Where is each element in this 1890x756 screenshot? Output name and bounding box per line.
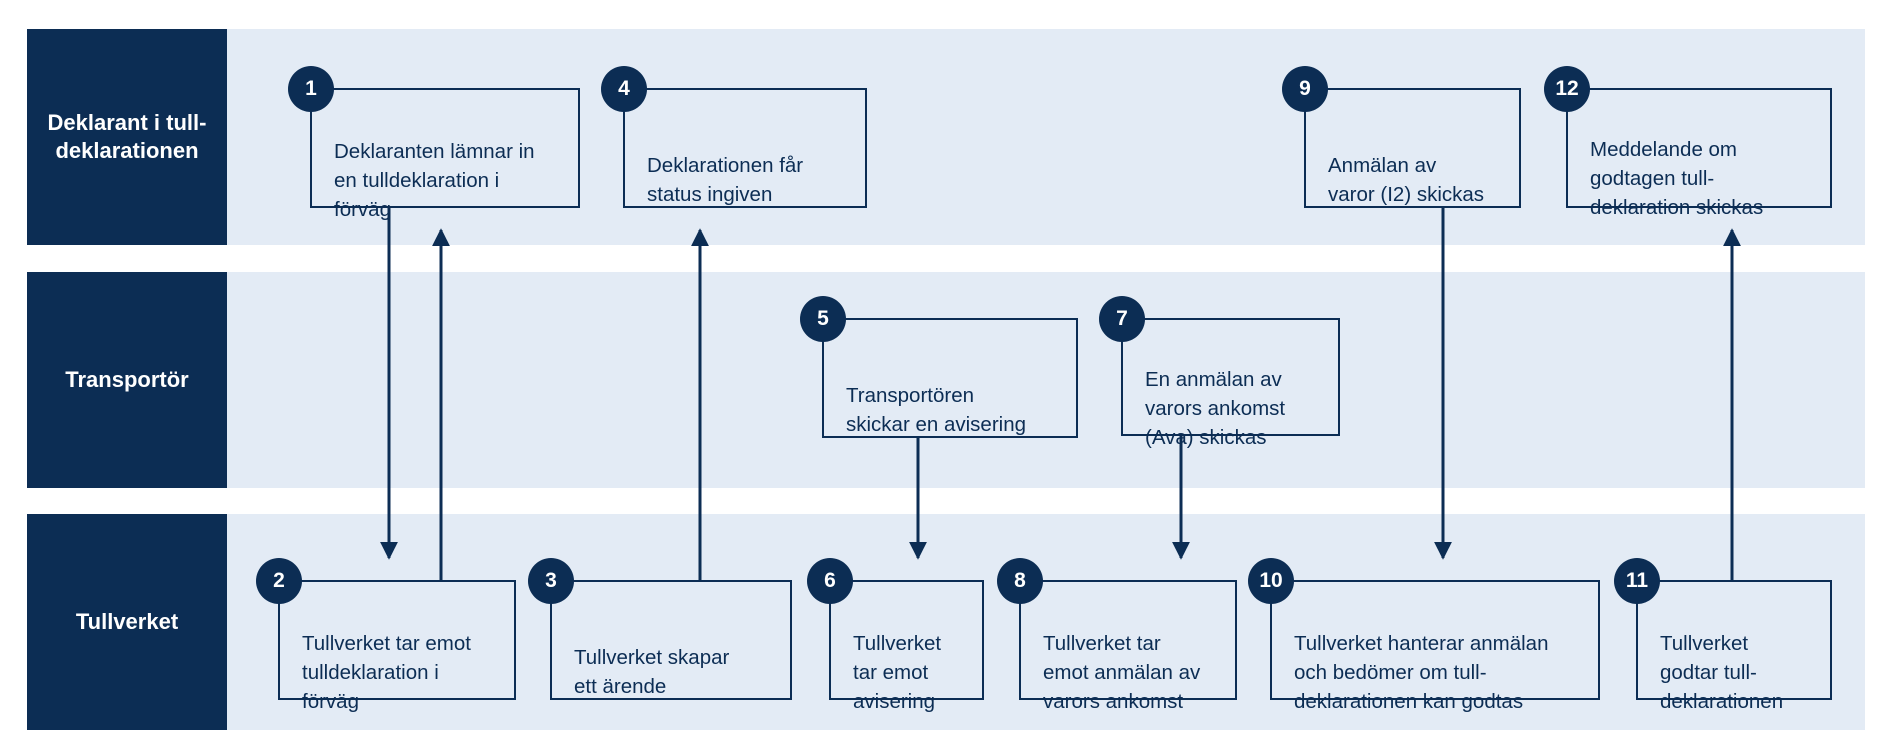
step-9-box: Anmälan av varor (I2) skickas xyxy=(1304,88,1521,208)
step-10-number-badge: 10 xyxy=(1248,558,1294,604)
step-11-number-badge: 11 xyxy=(1614,558,1660,604)
step-2-number: 2 xyxy=(273,569,285,592)
step-5-text: Transportören skickar en avisering xyxy=(846,384,1027,436)
step-6-number: 6 xyxy=(824,569,836,592)
step-7-number: 7 xyxy=(1116,307,1128,330)
step-5-number: 5 xyxy=(817,307,829,330)
lane-label-tullverket: Tullverket xyxy=(27,514,227,730)
step-4-text: Deklarationen får status ingiven xyxy=(647,154,804,206)
step-9-number-badge: 9 xyxy=(1282,66,1328,112)
step-7-box: En anmälan av varors ankomst (Ava) skick… xyxy=(1121,318,1340,449)
lane-label-transportor: Transportör xyxy=(27,272,227,488)
step-12-number: 12 xyxy=(1555,77,1579,100)
step-9-number: 9 xyxy=(1299,77,1311,100)
step-3-text: Tullverket skapar ett ärende xyxy=(574,646,730,698)
step-12-text: Meddelande om godtagen tull- deklaration… xyxy=(1590,138,1764,219)
step-3-number-badge: 3 xyxy=(528,558,574,604)
step-6-box: Tullverket tar emot avisering xyxy=(829,580,984,713)
step-11-box: Tullverket godtar tull- deklarationen xyxy=(1636,580,1832,713)
step-12-number-badge: 12 xyxy=(1544,66,1590,112)
step-1-number: 1 xyxy=(305,77,317,100)
step-1-text: Deklaranten lämnar in en tulldeklaration… xyxy=(334,140,535,221)
lane-label-deklarant: Deklarant i tull- deklarationen xyxy=(27,29,227,245)
step-2-number-badge: 2 xyxy=(256,558,302,604)
step-10-text: Tullverket hanterar anmälan och bedömer … xyxy=(1294,632,1549,713)
step-5-number-badge: 5 xyxy=(800,296,846,342)
step-4-box: Deklarationen får status ingiven xyxy=(623,88,867,208)
step-7-text: En anmälan av varors ankomst (Ava) skick… xyxy=(1145,368,1286,449)
step-11-number: 11 xyxy=(1625,569,1649,592)
lane-label-transportor-text: Transportör xyxy=(65,367,189,392)
step-6-number-badge: 6 xyxy=(807,558,853,604)
lane-label-deklarant-text: Deklarant i tull- deklarationen xyxy=(47,110,207,163)
step-8-number: 8 xyxy=(1014,569,1026,592)
step-10-box: Tullverket hanterar anmälan och bedömer … xyxy=(1270,580,1600,713)
step-6-text: Tullverket tar emot avisering xyxy=(853,632,942,713)
step-1-box: Deklaranten lämnar in en tulldeklaration… xyxy=(310,88,580,221)
step-12-box: Meddelande om godtagen tull- deklaration… xyxy=(1566,88,1832,219)
step-4-number-badge: 4 xyxy=(601,66,647,112)
step-11-text: Tullverket godtar tull- deklarationen xyxy=(1660,632,1784,713)
step-2-box: Tullverket tar emot tulldeklaration i fö… xyxy=(278,580,516,713)
step-2-text: Tullverket tar emot tulldeklaration i fö… xyxy=(302,632,471,713)
step-3-box: Tullverket skapar ett ärende xyxy=(550,580,792,700)
step-8-box: Tullverket tar emot anmälan av varors an… xyxy=(1019,580,1237,713)
step-3-number: 3 xyxy=(545,569,557,592)
step-5-box: Transportören skickar en avisering xyxy=(822,318,1078,438)
step-8-number-badge: 8 xyxy=(997,558,1043,604)
step-1-number-badge: 1 xyxy=(288,66,334,112)
step-4-number: 4 xyxy=(618,77,630,100)
lane-label-tullverket-text: Tullverket xyxy=(75,609,179,634)
step-9-text: Anmälan av varor (I2) skickas xyxy=(1328,154,1485,206)
step-7-number-badge: 7 xyxy=(1099,296,1145,342)
step-8-text: Tullverket tar emot anmälan av varors an… xyxy=(1043,632,1201,713)
step-10-number: 10 xyxy=(1259,569,1283,592)
